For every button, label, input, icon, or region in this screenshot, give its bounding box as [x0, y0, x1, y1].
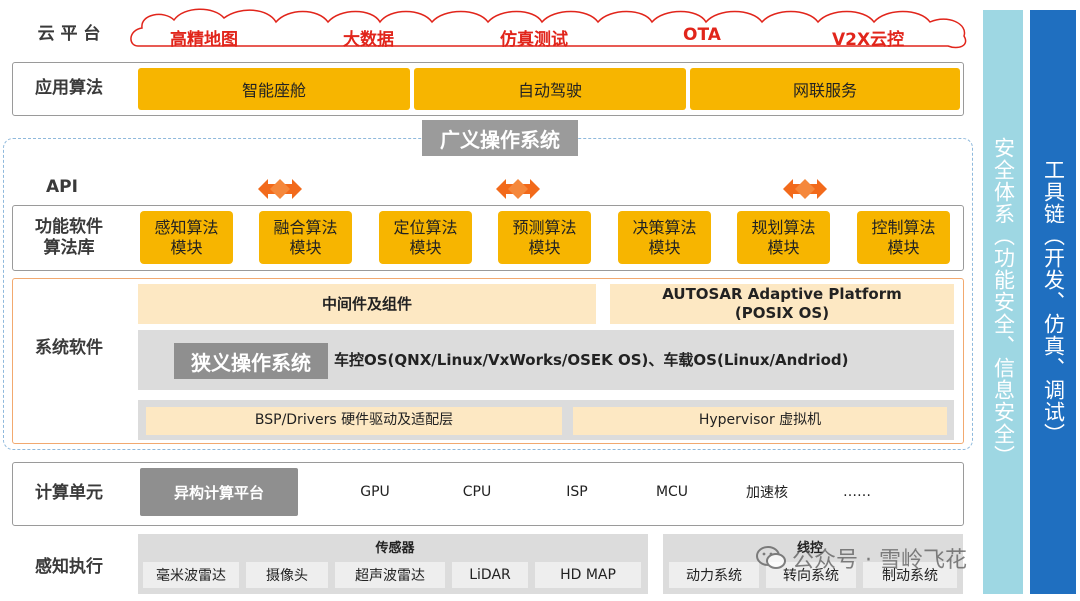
sensor-camera: 摄像头	[246, 562, 328, 588]
app-connected-service: 网联服务	[690, 68, 960, 110]
module-prediction: 预测算法 模块	[498, 211, 591, 264]
cloud-item-simulation: 仿真测试	[500, 30, 568, 50]
toolchain-bar: 工具链（开发、仿真、调试）	[1030, 10, 1076, 594]
sensor-ultrasonic: 超声波雷达	[335, 562, 445, 588]
safety-system-text: 安全体系（功能安全、信息安全）	[991, 137, 1016, 467]
app-autonomous-driving: 自动驾驶	[414, 68, 686, 110]
perception-label: 感知执行	[35, 557, 103, 578]
cloud-item-v2x: V2X云控	[832, 30, 905, 50]
function-software-label: 功能软件 算法库	[35, 216, 103, 258]
wire-brake: 制动系统	[863, 562, 957, 588]
api-arrow-icon	[783, 179, 827, 199]
narrow-os-description: 车控OS(QNX/Linux/VxWorks/OSEK OS)、车载OS(Lin…	[334, 351, 849, 369]
heterogeneous-platform: 异构计算平台	[140, 468, 298, 516]
sensor-radar: 毫米波雷达	[143, 562, 239, 588]
broad-os-title: 广义操作系统	[422, 120, 578, 156]
sensors-title: 传感器	[375, 541, 415, 556]
compute-item-isp: ISP	[566, 484, 588, 500]
wechat-icon	[756, 546, 786, 569]
module-localization: 定位算法 模块	[379, 211, 472, 264]
module-planning: 规划算法 模块	[737, 211, 830, 264]
cloud-platform-label: 云 平 台	[37, 24, 101, 45]
sensor-hd-map: HD MAP	[535, 562, 641, 588]
module-decision: 决策算法 模块	[618, 211, 711, 264]
compute-item-cpu: CPU	[462, 484, 492, 500]
api-label: API	[46, 177, 78, 198]
toolchain-text: 工具链（开发、仿真、调试）	[1041, 159, 1066, 445]
narrow-os-title: 狭义操作系统	[174, 343, 328, 379]
safety-system-bar: 安全体系（功能安全、信息安全）	[983, 10, 1023, 594]
hypervisor-box: Hypervisor 虚拟机	[573, 407, 947, 435]
watermark: 公众号 · 雪岭飞花	[756, 538, 967, 578]
compute-item-gpu: GPU	[360, 484, 390, 500]
module-fusion: 融合算法 模块	[259, 211, 352, 264]
cloud-item-ota: OTA	[683, 25, 721, 45]
compute-label: 计算单元	[35, 483, 103, 504]
cloud-shape	[130, 8, 967, 49]
system-software-frame	[12, 278, 964, 444]
system-software-label: 系统软件	[35, 338, 103, 359]
bsp-drivers-box: BSP/Drivers 硬件驱动及适配层	[146, 407, 562, 435]
watermark-text: 公众号 · 雪岭飞花	[792, 548, 967, 573]
wire-power: 动力系统	[669, 562, 759, 588]
cloud-item-big-data: 大数据	[343, 30, 394, 50]
autosar-box: AUTOSAR Adaptive Platform (POSIX OS)	[610, 284, 954, 324]
sensor-lidar: LiDAR	[452, 562, 528, 588]
compute-item-accelerator: 加速核	[746, 485, 788, 501]
app-smart-cockpit: 智能座舱	[138, 68, 410, 110]
module-control: 控制算法 模块	[857, 211, 950, 264]
api-arrow-icon	[258, 179, 302, 199]
application-label: 应用算法	[35, 78, 103, 99]
wire-control-title: 线控	[796, 541, 823, 556]
compute-item-more: ……	[843, 484, 871, 500]
compute-item-mcu: MCU	[655, 484, 689, 500]
module-perception: 感知算法 模块	[140, 211, 233, 264]
middleware-box: 中间件及组件	[138, 284, 596, 324]
api-arrow-icon	[496, 179, 540, 199]
cloud-item-hd-map: 高精地图	[170, 30, 238, 50]
